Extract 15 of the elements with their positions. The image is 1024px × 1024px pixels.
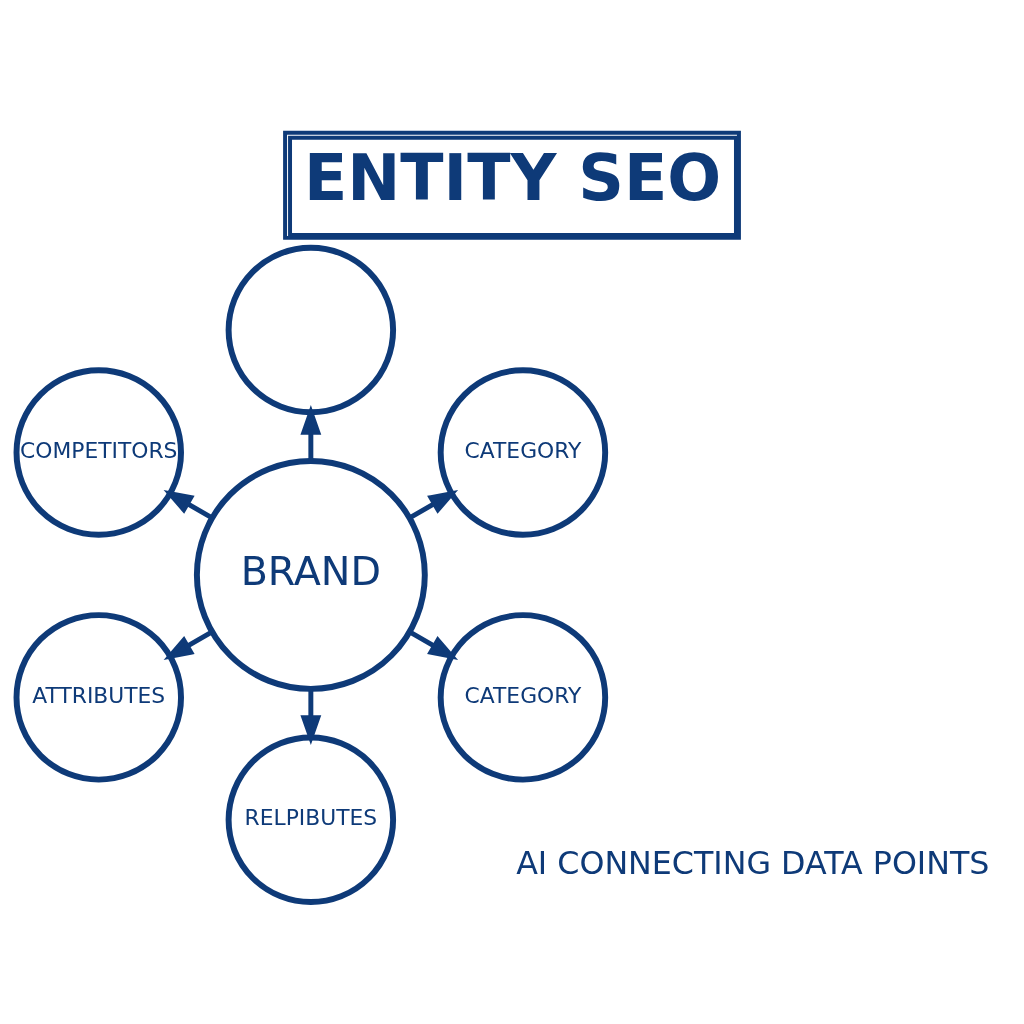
node-circle: CATEGORY [437,366,609,538]
node-circle: ATTRIBUTES [13,611,184,783]
diagram-title: ENTITY SEO [303,140,722,215]
arrow [163,629,213,660]
node-circle: BRAND [193,457,428,692]
label: AI CONNECTING DATA POINTS [516,844,990,881]
node-circle: CATEGORY [437,611,609,783]
arrow [300,404,322,460]
arrow [300,689,322,745]
arrow [408,629,459,660]
node-circle: COMPETITORS [13,366,184,538]
node-circle: RELPIBUTES [225,734,397,905]
node-circle [225,244,397,415]
arrow [408,489,459,520]
arrow [163,489,213,520]
